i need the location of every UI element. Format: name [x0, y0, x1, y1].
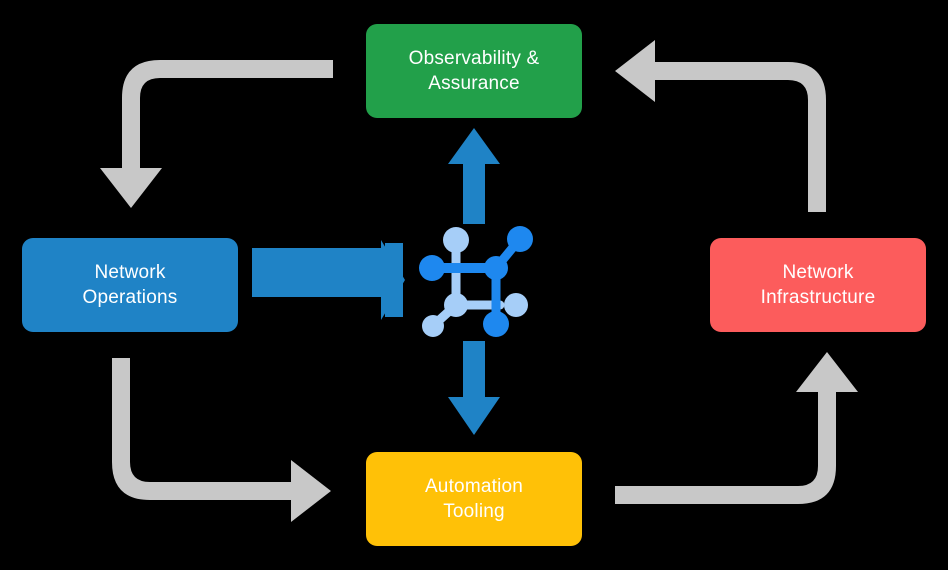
cycle-arrow-automation-tooling-to-network-infrastructure	[615, 352, 858, 504]
node-box-automation-tooling[interactable]: Automation Tooling	[366, 452, 582, 546]
blue-arrow-network-operations-to-center-shaft	[252, 243, 403, 317]
blue-arrow-center-to-observability	[448, 128, 500, 224]
node-box-network-operations[interactable]: Network Operations	[22, 238, 238, 332]
network-topology-icon	[419, 226, 533, 337]
cycle-arrow-network-operations-to-automation-tooling	[112, 358, 331, 522]
node-box-observability[interactable]: Observability & Assurance	[366, 24, 582, 118]
blue-arrow-center-to-automation-tooling	[448, 341, 500, 435]
blue-arrow-network-operations-to-center-head	[381, 240, 405, 320]
cycle-arrow-observability-to-network-operations	[100, 60, 333, 208]
cycle-arrow-network-infrastructure-to-observability	[615, 40, 826, 212]
node-box-network-infrastructure[interactable]: Network Infrastructure	[710, 238, 926, 332]
